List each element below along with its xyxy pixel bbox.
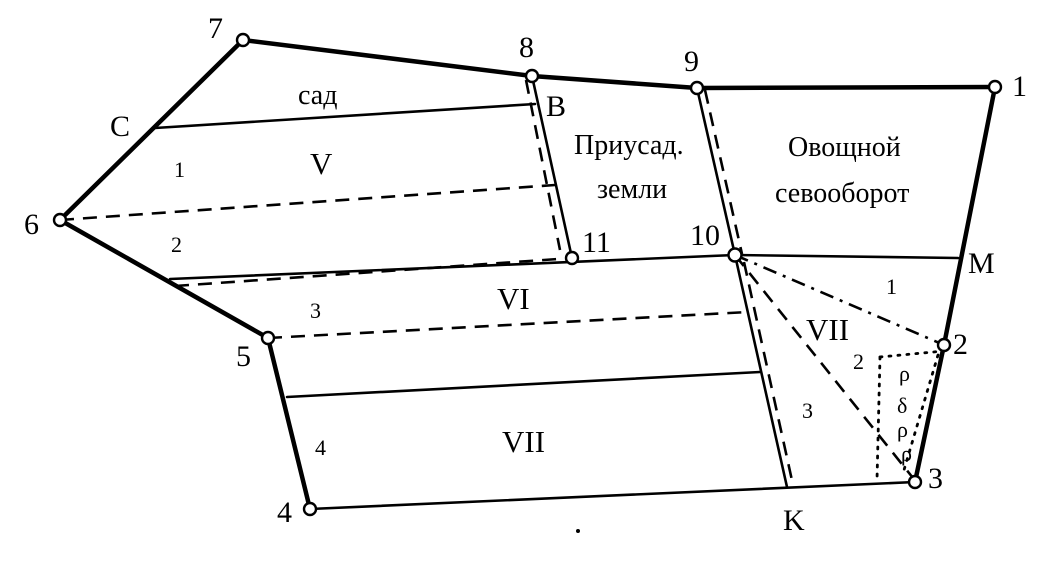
dashed-6-plot-split bbox=[59, 183, 556, 222]
field-labels: V VI VII VII bbox=[310, 146, 849, 459]
vertex-9-marker bbox=[689, 80, 705, 96]
household-land-label-line2: земли bbox=[597, 174, 667, 205]
vertex-2-marker bbox=[936, 337, 952, 353]
vertex-7-marker bbox=[235, 32, 251, 48]
plot-4-left-label: 4 bbox=[315, 435, 326, 460]
vertex-5-marker bbox=[260, 330, 276, 346]
plot-1-left-label: 1 bbox=[174, 157, 185, 182]
dashed-5-plot-split bbox=[267, 310, 749, 340]
vertex-11-label: 11 bbox=[582, 226, 611, 259]
dotted-2-3-inner bbox=[902, 353, 940, 472]
plot-1-right-label: 1 bbox=[886, 274, 897, 299]
rho-mark-2: δ bbox=[897, 393, 907, 418]
field-v-label: V bbox=[310, 146, 333, 181]
line-field-vii-split bbox=[285, 370, 762, 399]
vertex-7-label: 7 bbox=[208, 12, 223, 45]
vertex-6-marker bbox=[52, 212, 68, 228]
plot-3-left-label: 3 bbox=[310, 298, 321, 323]
vertex-1-label: 1 bbox=[1012, 70, 1027, 103]
field-vii-lower-label: VII bbox=[502, 424, 545, 459]
field-vii-upper-label: VII bbox=[806, 312, 849, 347]
dashdot-10-2 bbox=[734, 253, 945, 347]
field-vi-label: VI bbox=[497, 281, 530, 316]
rho-mark-3: ρ bbox=[897, 417, 908, 442]
vertex-10-marker bbox=[727, 247, 743, 263]
area-labels: сад Приусад. земли Овощной севооборот bbox=[298, 80, 909, 209]
household-land-label-line1: Приусад. bbox=[574, 130, 684, 161]
point-k-label: K bbox=[783, 504, 805, 537]
line-10-m bbox=[733, 253, 960, 260]
vertex-3-marker bbox=[907, 474, 923, 490]
point-labels: C B M K bbox=[110, 90, 995, 537]
vegetable-rotation-label-line1: Овощной bbox=[788, 132, 901, 163]
dotted-2-corner bbox=[878, 349, 946, 359]
boundary-4-5 bbox=[265, 335, 313, 512]
line-10-k bbox=[733, 253, 789, 489]
vertex-1-marker bbox=[987, 79, 1003, 95]
vertex-3-label: 3 bbox=[928, 462, 943, 495]
vertex-10-label: 10 bbox=[690, 219, 720, 252]
dashed-10-3 bbox=[733, 254, 915, 479]
garden-label: сад bbox=[298, 80, 337, 111]
point-c-label: C bbox=[110, 110, 130, 143]
vertex-labels: 1 2 3 4 5 6 7 8 9 10 11 bbox=[24, 12, 1027, 529]
plot-2-left-label: 2 bbox=[171, 232, 182, 257]
boundary-3-4 bbox=[308, 480, 917, 511]
line-9-10 bbox=[695, 86, 737, 257]
internal-lines bbox=[59, 74, 960, 489]
vertex-6-label: 6 bbox=[24, 208, 39, 241]
point-b-label: B bbox=[546, 90, 566, 123]
point-m-label: M bbox=[968, 247, 995, 280]
vertex-8-label: 8 bbox=[519, 31, 534, 64]
boundary-5-6 bbox=[57, 217, 271, 341]
vertex-9-label: 9 bbox=[684, 45, 699, 78]
line-8-11 bbox=[530, 74, 574, 260]
boundary-1-2 bbox=[941, 84, 998, 348]
plot-labels: 1 2 3 4 1 2 3 bbox=[171, 157, 897, 460]
boundary-2-3 bbox=[912, 342, 947, 485]
plot-3-right-label: 3 bbox=[802, 398, 813, 423]
plot-2-right-label: 2 bbox=[853, 349, 864, 374]
vertex-5-label: 5 bbox=[236, 340, 251, 373]
vertex-4-marker bbox=[302, 501, 318, 517]
dashed-9-10 bbox=[703, 89, 744, 255]
line-c-b bbox=[153, 102, 537, 130]
vertex-8-marker bbox=[524, 68, 540, 84]
dashed-11-10 bbox=[174, 256, 573, 288]
rho-mark-4: ρ bbox=[901, 441, 912, 466]
vegetable-rotation-label-line2: севооборот bbox=[775, 178, 909, 209]
rho-marks: ρ δ ρ ρ bbox=[897, 361, 912, 466]
dashed-10-k bbox=[742, 261, 795, 486]
stray-dot bbox=[576, 529, 580, 533]
rho-mark-1: ρ bbox=[899, 361, 910, 386]
vertex-2-label: 2 bbox=[953, 328, 968, 361]
dashed-8-11 bbox=[524, 79, 562, 251]
dotted-corner-down bbox=[875, 355, 882, 482]
vertex-11-marker bbox=[564, 250, 580, 266]
vertex-markers bbox=[52, 32, 1003, 517]
vertex-4-label: 4 bbox=[277, 496, 292, 529]
